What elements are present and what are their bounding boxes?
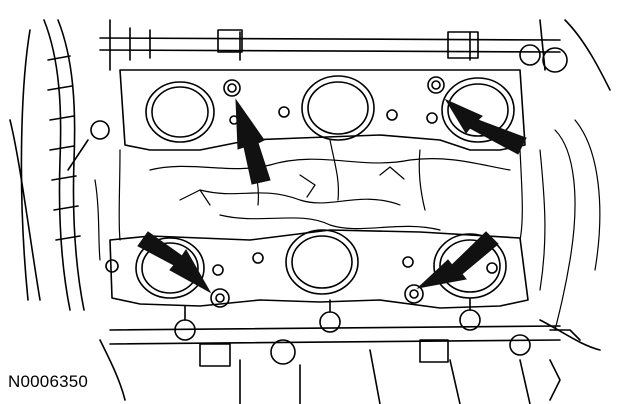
upper-manifold-gasket xyxy=(119,69,526,151)
callout-arrow-lower-right xyxy=(416,231,499,289)
callout-arrow-upper-left xyxy=(235,98,271,185)
wiring-harness-left xyxy=(9,19,110,311)
lower-fuel-rail xyxy=(99,297,601,404)
callout-arrow-upper-right xyxy=(444,98,527,155)
engine-valley xyxy=(94,119,601,331)
figure-id-label: N0006350 xyxy=(8,372,89,391)
callout-arrows xyxy=(137,98,527,294)
callout-arrow-lower-left xyxy=(137,231,212,294)
upper-fuel-rail xyxy=(99,19,611,91)
